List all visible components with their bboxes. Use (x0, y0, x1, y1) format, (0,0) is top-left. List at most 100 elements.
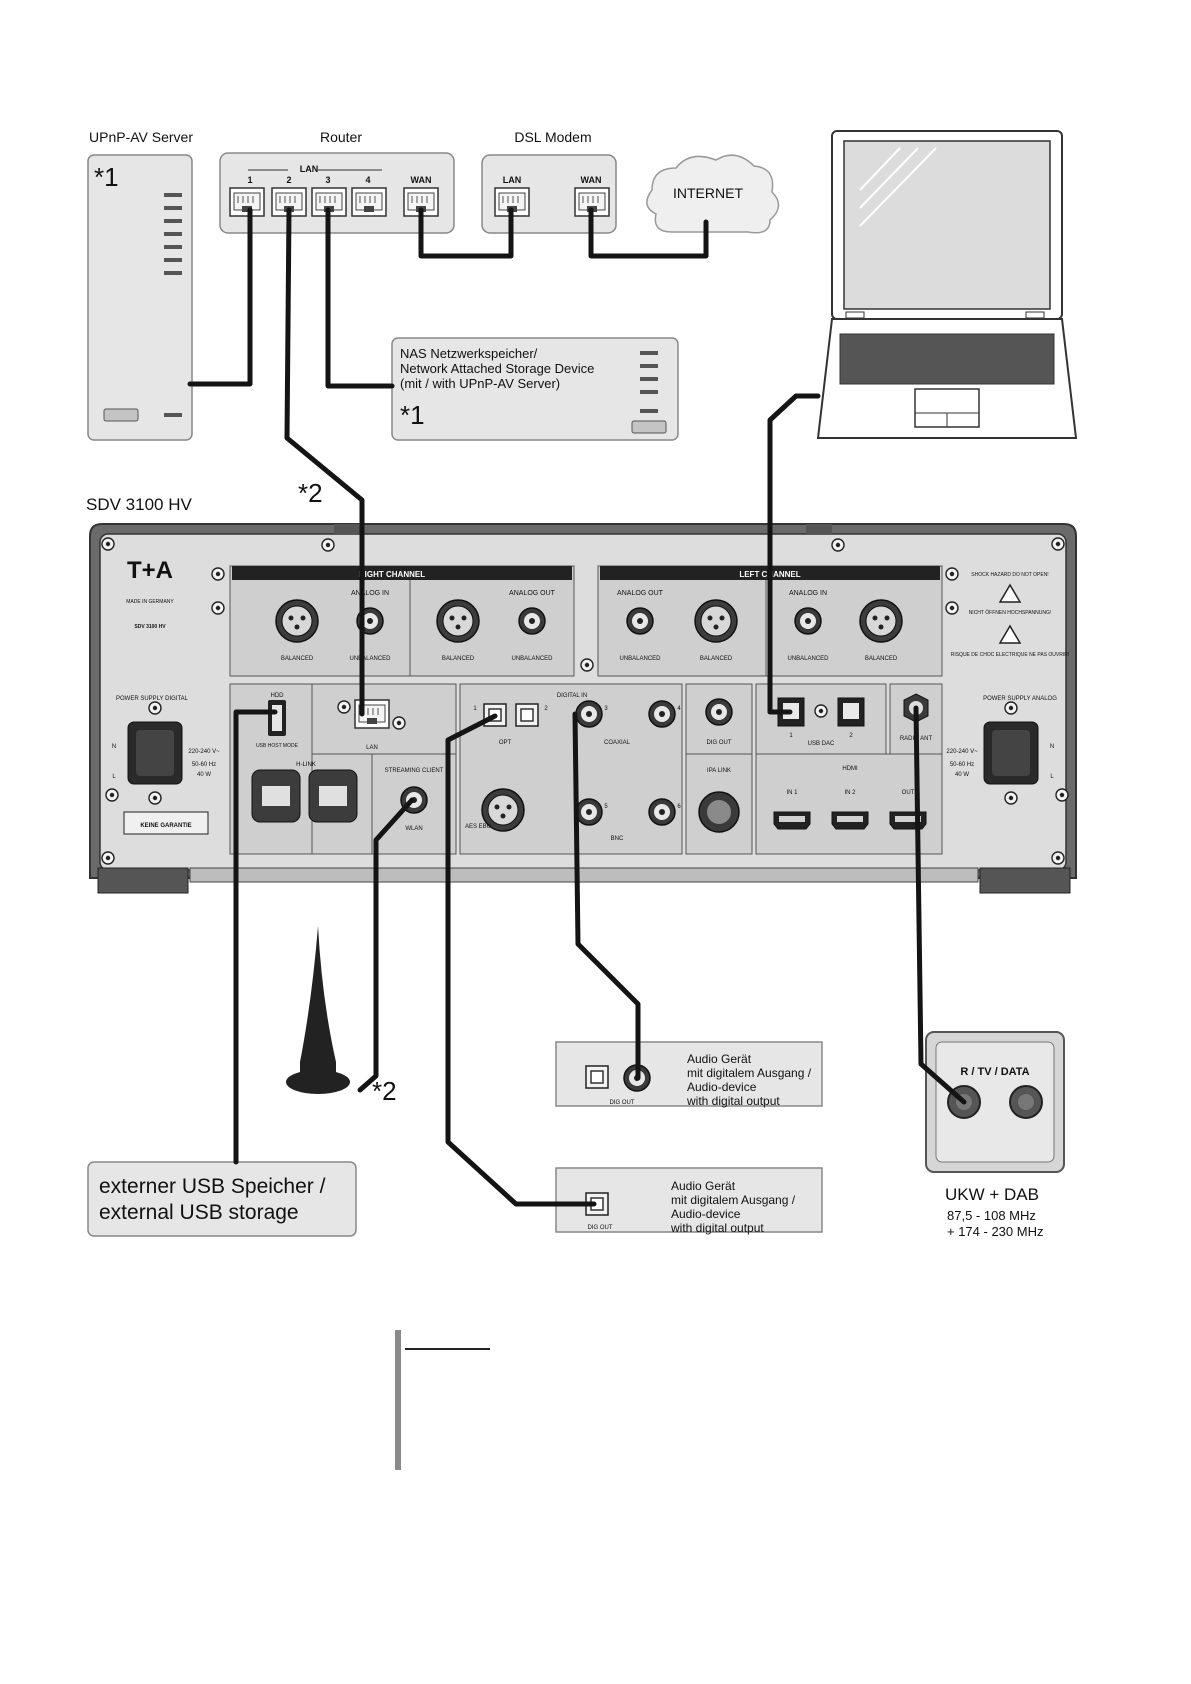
usb-dac-2-label: 2 (849, 733, 853, 739)
router-lan-label: LAN (300, 164, 319, 174)
balanced-label-4: BALANCED (865, 656, 898, 662)
streaming-client-label: STREAMING CLIENT (385, 768, 444, 774)
aes-ebu-label: AES EBU (465, 824, 491, 830)
opt-1-label: 1 (473, 706, 477, 712)
port-4-label: 4 (365, 175, 370, 185)
n-label-a: N (1050, 744, 1054, 750)
antenna-socket-label: R / TV / DATA (960, 1066, 1029, 1078)
audio2-label-2: mit digitalem Ausgang / (671, 1193, 796, 1207)
ps-analog-label: POWER SUPPLY ANALOG (983, 696, 1057, 702)
audio2-label-1: Audio Gerät (671, 1179, 736, 1193)
hdmi-in1-label: IN 1 (786, 790, 798, 796)
note-underline (405, 1348, 490, 1350)
analog-in-r-label: ANALOG IN (351, 590, 389, 597)
internet-cloud (646, 154, 780, 234)
analog-in-l-label: ANALOG IN (789, 590, 827, 597)
cable-opt-audio2 (445, 713, 597, 1207)
diagram-labels: UPnP-AV Server Router LAN 1 2 3 4 WAN DS… (86, 129, 1043, 1239)
ukw-dab-label: UKW + DAB (945, 1185, 1039, 1204)
freq-label-d: 50-60 Hz (192, 762, 216, 768)
wlan-antenna (286, 926, 350, 1094)
unbalanced-label-3: UNBALANCED (619, 656, 661, 662)
bnc-5-label: 5 (604, 804, 608, 810)
nicht-label: NICHT ÖFFNEN HOCHSPANNUNG! (969, 609, 1052, 616)
freq-range-1: 87,5 - 108 MHz (947, 1208, 1036, 1223)
upnp-server-label: UPnP-AV Server (89, 129, 193, 145)
coax-4-label: 4 (677, 706, 681, 712)
note-bar (395, 1330, 401, 1470)
no-warranty-label: KEINE GARANTIE (140, 823, 191, 829)
balanced-label-1: BALANCED (281, 656, 314, 662)
sdv-device (89, 523, 1077, 894)
cable-router-device-lan (284, 207, 365, 717)
freq-label-a: 50-60 Hz (950, 762, 974, 768)
server-led-bottom (164, 413, 182, 417)
usb-storage-label-2: external USB storage (99, 1201, 299, 1224)
nas-drive-slot (631, 420, 667, 434)
cable-nas-router (325, 207, 395, 389)
device-dig-out-label: DIG OUT (707, 740, 732, 746)
n-label-d: N (112, 744, 116, 750)
ps-digital-label: POWER SUPPLY DIGITAL (116, 696, 189, 702)
router-port-4 (351, 187, 387, 217)
balanced-label-3: BALANCED (700, 656, 733, 662)
hdd-label: HDD (271, 693, 285, 699)
power-label-d: 40 W (197, 772, 211, 778)
l-label-a: L (1050, 774, 1054, 780)
voltage-label-a: 220-240 V~ (946, 749, 978, 755)
power-label-a: 40 W (955, 772, 969, 778)
footnote-mark-1a: *1 (94, 162, 119, 192)
nas-label-2: Network Attached Storage Device (400, 361, 594, 376)
audio2-label-3: Audio-device (671, 1207, 741, 1221)
audio2-dig-out-label: DIG OUT (588, 1225, 613, 1231)
bnc-6-label: 6 (677, 804, 681, 810)
cable-modem-internet (588, 207, 709, 259)
opt-2-label: 2 (544, 706, 548, 712)
footnote-mark-1b: *1 (400, 400, 425, 430)
modem-lan-label: LAN (503, 175, 522, 185)
model-label: SDV 3100 HV (134, 624, 166, 630)
server-leds (164, 193, 182, 275)
internet-label: INTERNET (673, 185, 743, 201)
nas-label-1: NAS Netzwerkspeicher/ (400, 346, 538, 361)
port-1-label: 1 (247, 175, 252, 185)
l-label-d: L (112, 774, 116, 780)
hdmi-out-label: OUT (902, 790, 915, 796)
coaxial-label: COAXIAL (604, 740, 631, 746)
audio1-label-3: Audio-device (687, 1080, 757, 1094)
nas-label-3: (mit / with UPnP-AV Server) (400, 376, 560, 391)
opt-label: OPT (499, 740, 512, 746)
port-3-label: 3 (325, 175, 330, 185)
hdmi-in2-label: IN 2 (844, 790, 856, 796)
upnp-server-box (87, 154, 193, 441)
usb-storage-box (87, 1161, 357, 1237)
nas-box (391, 337, 679, 441)
unbalanced-label-2: UNBALANCED (511, 656, 553, 662)
port-2-label: 2 (286, 175, 291, 185)
unbalanced-label-1: UNBALANCED (349, 656, 391, 662)
voltage-label-d: 220-240 V~ (188, 749, 220, 755)
router-port-1 (229, 187, 265, 217)
wlan-label: WLAN (405, 826, 422, 832)
usb-dac-label: USB DAC (808, 741, 835, 747)
footnote-mark-2a: *2 (298, 478, 323, 508)
unbalanced-label-4: UNBALANCED (787, 656, 829, 662)
dsl-modem-label: DSL Modem (514, 129, 591, 145)
audio1-optical (585, 1065, 609, 1089)
cable-laptop-usbdac (767, 393, 821, 715)
usb-storage-label-1: externer USB Speicher / (99, 1175, 326, 1198)
footnote-mark-2b: *2 (372, 1076, 397, 1106)
brand-logo: T+A (127, 557, 173, 584)
audio1-label-2: mit digitalem Ausgang / (687, 1066, 812, 1080)
usb-host-mode-label: USB HOST MODE (256, 743, 299, 749)
audio1-dig-out-label: DIG OUT (610, 1100, 635, 1106)
freq-range-2: + 174 - 230 MHz (947, 1224, 1043, 1239)
cables (187, 207, 967, 1207)
router-label: Router (320, 129, 362, 145)
cable-wlan-antenna (357, 797, 415, 1093)
audio2-label-4: with digital output (670, 1221, 764, 1235)
hlink-label: H-LINK (296, 762, 316, 768)
server-drive-slot (103, 408, 139, 422)
bnc-label: BNC (611, 836, 624, 842)
